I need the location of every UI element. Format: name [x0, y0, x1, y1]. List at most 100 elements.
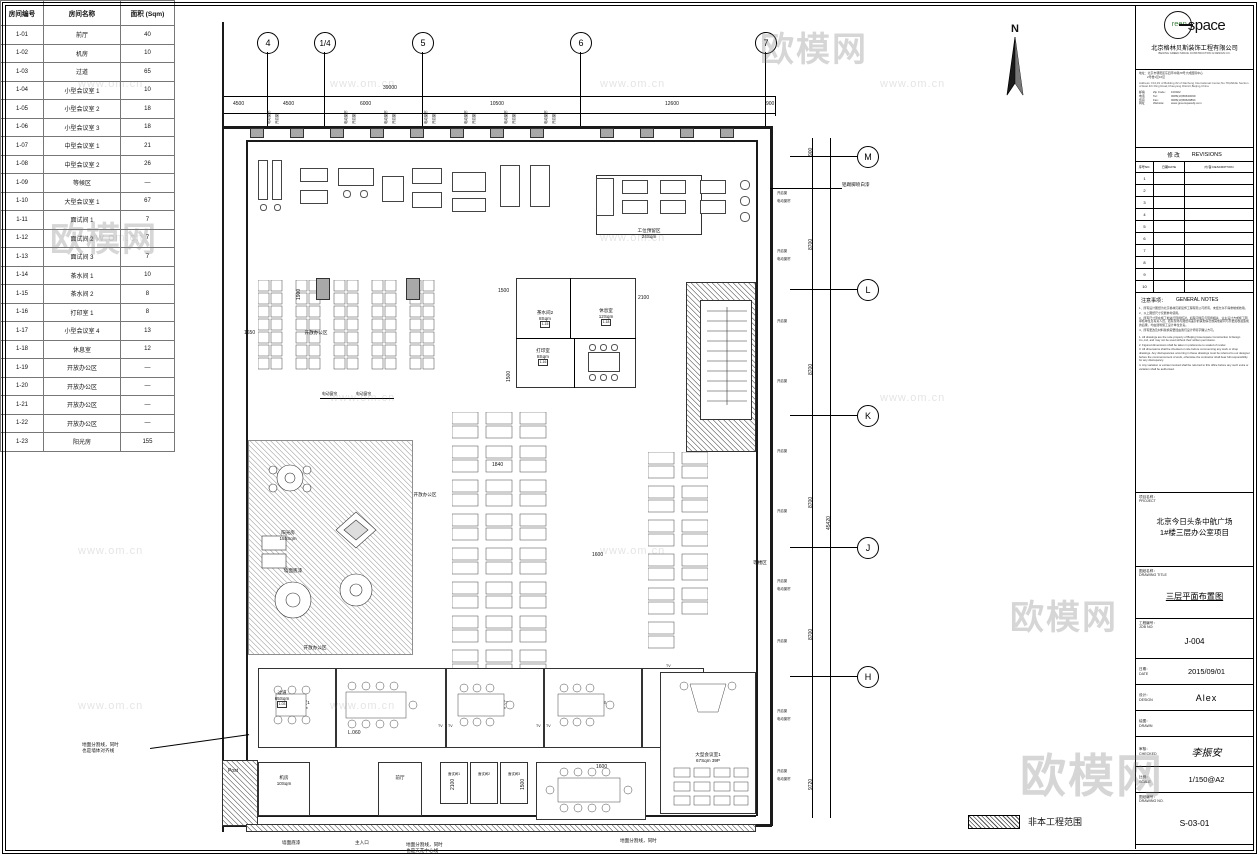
legend-label-not-in-scope: 非本工程范围 — [1028, 817, 1083, 827]
north-label: N — [1011, 23, 1019, 35]
drawing-title-label-cn: 图纸名称： — [1139, 569, 1157, 573]
project-label-cn: 项目名称： — [1139, 495, 1157, 499]
right-window-note-0: 开启窗 — [777, 191, 788, 195]
address-label-en: Address: — [1139, 80, 1151, 85]
window-note-6: 电动窗帘 — [424, 110, 428, 124]
grid-bubble-top-1: 1/4 — [314, 32, 336, 54]
revision-date — [1154, 281, 1185, 292]
plan-wall-top — [222, 126, 772, 129]
room-reception — [378, 762, 422, 816]
logo-bar-icon — [1178, 24, 1193, 26]
room-tag: 1-03 — [276, 701, 288, 708]
room-name: 面试间1 — [447, 772, 461, 776]
right-window-note-6: 开启窗 — [777, 449, 788, 453]
revision-description — [1185, 209, 1253, 220]
project-name-line1: 北京今日头条中航广场 — [1156, 516, 1233, 526]
room-interview-3 — [500, 762, 528, 804]
rev-col3-en: DESCRIPTION — [1212, 165, 1234, 169]
leader-note-floor-wall: 地面分割线，同时 也是墙体对齐线 — [82, 742, 119, 754]
tv-marker-2: TV — [536, 724, 541, 728]
web-value: www.greenspacebj.com — [1171, 101, 1202, 106]
dim-top-4: 12600 — [665, 101, 679, 107]
room-name-cell: 中型会议室 1 — [42, 136, 121, 156]
address-cn-line2: 2号楼1层16层 — [1147, 74, 1165, 79]
drawing-no-value: S-03-01 — [1179, 817, 1210, 828]
scale-label-cn: 比例： — [1139, 775, 1150, 780]
revisions-label-en: REVISIONS — [1191, 152, 1222, 158]
room-area-cell: — — [119, 173, 176, 193]
col-header-name: 房间名称 — [42, 0, 121, 26]
room-area: 10Sqm — [276, 780, 292, 786]
dim-top-2: 6000 — [360, 101, 372, 107]
notes-label-en: GENERAL NOTES — [1176, 297, 1219, 303]
room-label-corridor-left: 过道 65Sqm 1-03 — [262, 690, 302, 708]
revision-no: 3 — [1136, 197, 1154, 208]
room-name: 工位预留区 — [637, 228, 661, 233]
right-window-note-14: 电动窗帘 — [777, 777, 791, 781]
room-name-cell: 阳光房 — [42, 432, 121, 452]
job-no-value: J-004 — [1184, 636, 1205, 646]
room-name: 茶水间2 — [536, 310, 554, 315]
table-header-row: 房间编号 房间名称 面积 (Sqm) — [0, 0, 176, 26]
leader-note-skirting: 铝踢脚喷白漆 — [842, 182, 870, 187]
revision-description — [1185, 281, 1253, 292]
logo-text-green: reen — [1172, 19, 1187, 28]
room-name: 开放办公区 — [304, 330, 328, 335]
revision-row: 5 — [1136, 220, 1253, 232]
window-note-5: 开启窗 — [392, 113, 396, 124]
room-id-cell: 1-20 — [0, 376, 44, 396]
room-label-interview-2: 面试间2 — [470, 772, 498, 776]
revision-no: 4 — [1136, 209, 1154, 220]
legend-hatch-swatch — [968, 815, 1020, 829]
address-cn-line1: 北京市朝阳区东四环中路78号大成国际中心 — [1147, 71, 1203, 75]
tv-marker-4: TV — [666, 664, 671, 668]
room-label-tearoom2: 茶水间2 8Sqm 1-15 — [520, 310, 570, 328]
room-area: 155Sqm — [279, 535, 297, 541]
interior-dim-1600b: 1600 — [596, 764, 608, 770]
sheet-border-inner — [5, 5, 1254, 851]
tv-marker-1: TV — [448, 724, 453, 728]
room-area-cell: 18 — [119, 117, 176, 137]
grid-bubble-top-4: 7 — [755, 32, 777, 54]
company-address-section: 地址： 北京市朝阳区东四环中路78号大成国际中心 2号楼1层16层 Addres… — [1136, 70, 1253, 148]
plan-wall-bottom-inner — [246, 815, 756, 817]
rev-col2-cn: 日期 — [1161, 165, 1169, 169]
grid-bubble-top-0: 4 — [257, 32, 279, 54]
right-window-note-3: 电动窗帘 — [777, 257, 791, 261]
room-label-reception: 前厅 — [380, 775, 420, 781]
rev-col1-cn: 序号 — [1138, 165, 1145, 169]
revision-row: 8 — [1136, 256, 1253, 268]
revision-date — [1154, 173, 1185, 184]
postcode-label-en: Zip Code: — [1153, 90, 1166, 95]
room-name: 面试间2 — [477, 772, 491, 776]
room-area-cell: 10 — [119, 43, 176, 63]
drawn-section: 绘图： DRAWN — [1136, 711, 1253, 737]
revision-description — [1185, 197, 1253, 208]
grid-bubble-label: K — [864, 411, 871, 421]
revision-description — [1185, 269, 1253, 280]
job-no-label-cn: 工程编号： — [1139, 621, 1157, 625]
interior-dim-1500c: 1500 — [520, 778, 526, 790]
right-window-note-4: 开启窗 — [777, 319, 788, 323]
drawing-title-section: 图纸名称： DRAWING TITLE 三层平面布置图 — [1136, 567, 1253, 619]
room-name-cell: 面试间 2 — [42, 228, 121, 248]
window-note-2: 电动窗帘 — [344, 110, 348, 124]
grid-bubble-label: H — [864, 672, 872, 682]
revision-description — [1185, 233, 1253, 244]
revision-date — [1154, 233, 1185, 244]
company-name-en: BEIJING GREEN SPACE CONSTRUCTION & DESIG… — [1158, 52, 1231, 55]
notes-label-cn: 注意事项： — [1141, 298, 1167, 304]
room-label-lounge: 休息室 12Sqm 1-18 — [578, 308, 634, 326]
fax-label-en: Fax: — [1153, 97, 1159, 102]
general-note-cn: 2、以上图纸尺寸仅能参考使用。 — [1139, 310, 1182, 315]
right-window-note-5: 开启窗 — [777, 379, 788, 383]
revision-row: 1 — [1136, 172, 1253, 184]
grid-bubble-label: 7 — [763, 38, 769, 48]
col-header-id: 房间编号 — [0, 0, 44, 26]
grid-bubble-right-2: K — [857, 405, 879, 427]
